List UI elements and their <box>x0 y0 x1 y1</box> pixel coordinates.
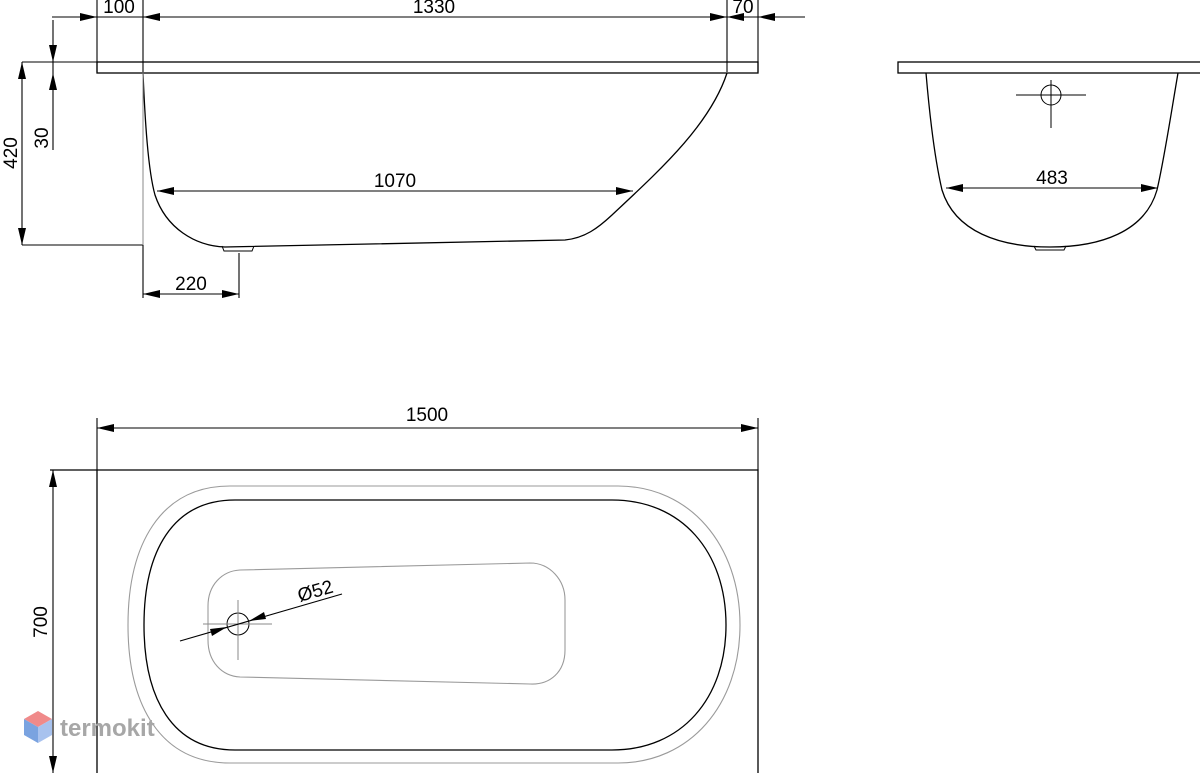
dim-lip-right-label: 70 <box>732 0 753 18</box>
end-view: 483 <box>897 61 1200 251</box>
dim-lip-left-label: 100 <box>103 0 135 18</box>
dim-bottom-width-label: 483 <box>1036 168 1068 189</box>
dim-height-label: 420 <box>1 137 22 169</box>
side-view: 100 1330 70 420 30 1070 <box>1 0 805 298</box>
dim-drain-diameter-label: Ø52 <box>295 577 335 607</box>
watermark-logo: termokit <box>24 711 155 743</box>
dim-drain-offset-label: 220 <box>175 274 207 295</box>
dim-bottom-length-label: 1070 <box>374 171 416 192</box>
watermark-text: termokit <box>60 715 155 742</box>
dim-rim-label: 30 <box>32 127 53 148</box>
dim-length-label: 1500 <box>406 405 448 426</box>
top-view: 1500 700 Ø52 <box>31 405 759 773</box>
dim-width-label: 700 <box>31 606 52 638</box>
dim-inner-length-label: 1330 <box>413 0 455 18</box>
